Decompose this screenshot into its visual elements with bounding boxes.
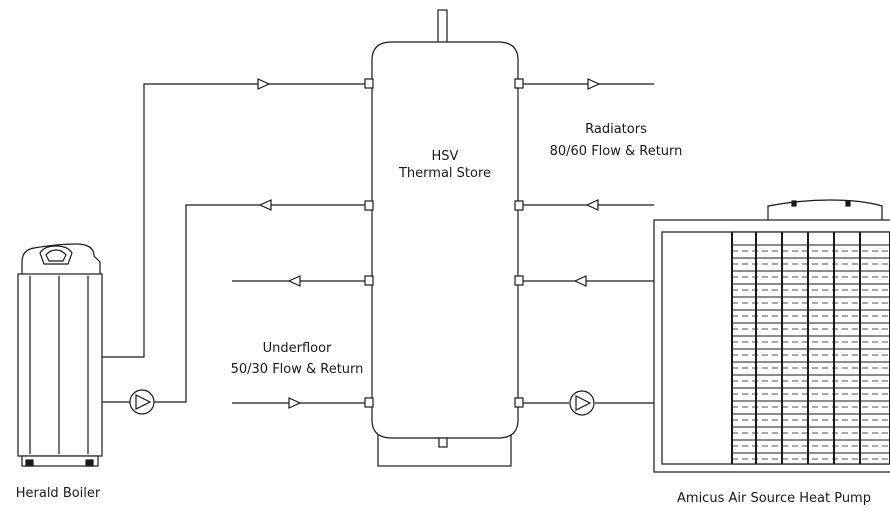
heatpump-fan-grille bbox=[731, 231, 890, 465]
boiler-foot bbox=[85, 459, 94, 467]
arrow-left-icon bbox=[258, 199, 272, 211]
store-top-vent bbox=[437, 9, 448, 45]
store-port-left-1 bbox=[364, 78, 374, 89]
boiler-pump-icon bbox=[129, 389, 155, 415]
heat-pump-label: Amicus Air Source Heat Pump bbox=[677, 491, 871, 506]
flow-arrows bbox=[257, 78, 601, 409]
store-label-line1: HSV bbox=[432, 149, 459, 164]
store-bottom-drain bbox=[438, 437, 448, 448]
arrow-left-icon bbox=[585, 199, 599, 211]
boiler-label: Herald Boiler bbox=[16, 486, 101, 501]
arrow-left-icon bbox=[287, 275, 301, 287]
store-port-left-2 bbox=[364, 200, 374, 211]
store-port-right-4 bbox=[514, 397, 524, 408]
pipe-boiler-return bbox=[154, 204, 365, 403]
thermal-store bbox=[364, 9, 524, 467]
arrow-right-icon bbox=[257, 78, 271, 90]
underfloor-label-line2: 50/30 Flow & Return bbox=[231, 362, 364, 377]
boiler-foot bbox=[25, 459, 34, 467]
radiators-label-line1: Radiators bbox=[585, 122, 647, 137]
store-cylinder bbox=[371, 41, 519, 439]
arrow-right-icon bbox=[587, 78, 601, 90]
arrow-left-icon bbox=[573, 275, 587, 287]
heat-pump-unit bbox=[653, 199, 890, 473]
store-label-line2: Thermal Store bbox=[398, 166, 491, 181]
store-port-left-3 bbox=[364, 275, 374, 286]
heatpump-lifting-lug bbox=[845, 200, 851, 207]
labels: HSV Thermal Store Radiators 80/60 Flow &… bbox=[16, 122, 871, 506]
pipe-boiler-flow bbox=[100, 83, 365, 358]
arrow-right-icon bbox=[288, 397, 302, 409]
heatpump-pump-icon bbox=[569, 390, 595, 416]
store-port-right-1 bbox=[514, 78, 524, 89]
store-port-right-2 bbox=[514, 200, 524, 211]
radiators-label-line2: 80/60 Flow & Return bbox=[550, 144, 683, 159]
heatpump-top-cover bbox=[767, 199, 883, 220]
store-port-right-3 bbox=[514, 275, 524, 286]
boiler-base bbox=[21, 455, 99, 467]
boiler-display bbox=[45, 249, 67, 262]
underfloor-label-line1: Underfloor bbox=[263, 341, 332, 356]
pipework bbox=[100, 83, 654, 404]
store-port-left-4 bbox=[364, 397, 374, 408]
boiler-unit bbox=[17, 243, 103, 467]
heatpump-lifting-lug bbox=[791, 200, 797, 207]
